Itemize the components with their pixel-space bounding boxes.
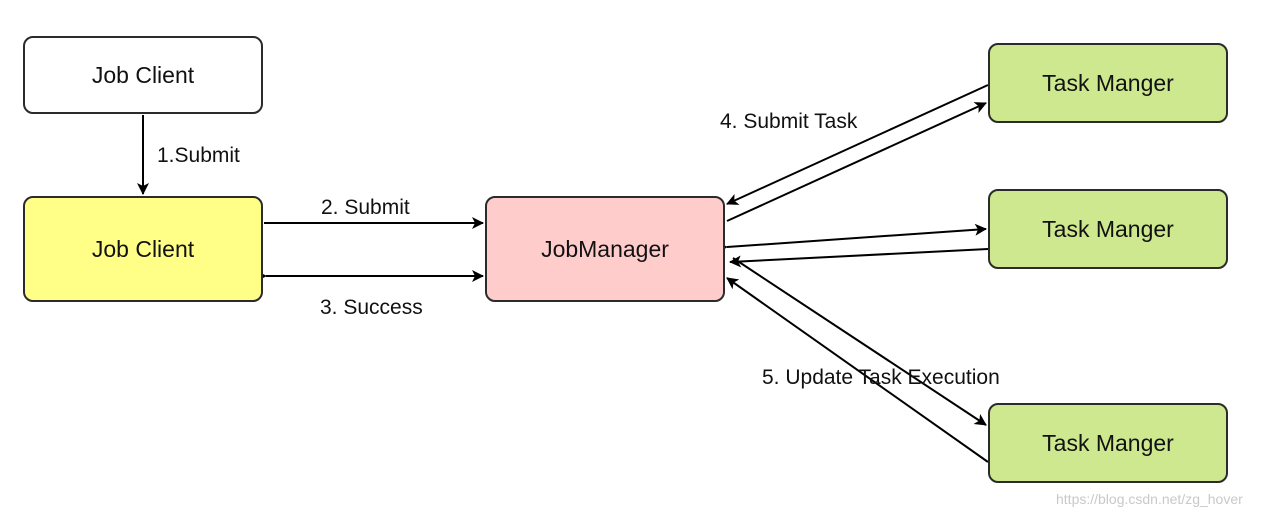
task-manager-label-1: Task Manger bbox=[1042, 69, 1174, 96]
arrow-jobmanager-to-tm1 bbox=[726, 102, 987, 222]
watermark-text: https://blog.csdn.net/zg_hover bbox=[1056, 491, 1243, 507]
jobmanager-label: JobManager bbox=[541, 235, 669, 262]
job-client-top-node: Job Client bbox=[23, 36, 263, 114]
edge-label-success-3: 3. Success bbox=[320, 296, 423, 319]
jobmanager-node: JobManager bbox=[485, 196, 725, 302]
task-manager-node-1: Task Manger bbox=[988, 43, 1228, 123]
edge-label-submit-task-4: 4. Submit Task bbox=[720, 110, 858, 133]
task-manager-label-2: Task Manger bbox=[1042, 215, 1174, 242]
arrow-jobmanager-to-tm2 bbox=[715, 223, 987, 254]
edge-label-submit-1: 1.Submit bbox=[157, 144, 240, 167]
job-client-main-node: Job Client bbox=[23, 196, 263, 302]
task-manager-node-3: Task Manger bbox=[988, 403, 1228, 483]
arrow-tm1-to-jobmanager bbox=[726, 84, 989, 205]
task-manager-label-3: Task Manger bbox=[1042, 429, 1174, 456]
task-manager-node-2: Task Manger bbox=[988, 189, 1228, 269]
job-client-top-label: Job Client bbox=[91, 61, 195, 88]
arrow-tm3-to-jobmanager bbox=[726, 277, 989, 463]
edge-label-submit-2: 2. Submit bbox=[321, 196, 410, 219]
arrow-tm2-to-jobmanager bbox=[729, 248, 989, 268]
arrow-jobmanager-to-tm3 bbox=[732, 257, 987, 426]
edge-label-update-task-5: 5. Update Task Execution bbox=[762, 366, 1000, 389]
job-client-main-label: Job Client bbox=[91, 235, 195, 262]
